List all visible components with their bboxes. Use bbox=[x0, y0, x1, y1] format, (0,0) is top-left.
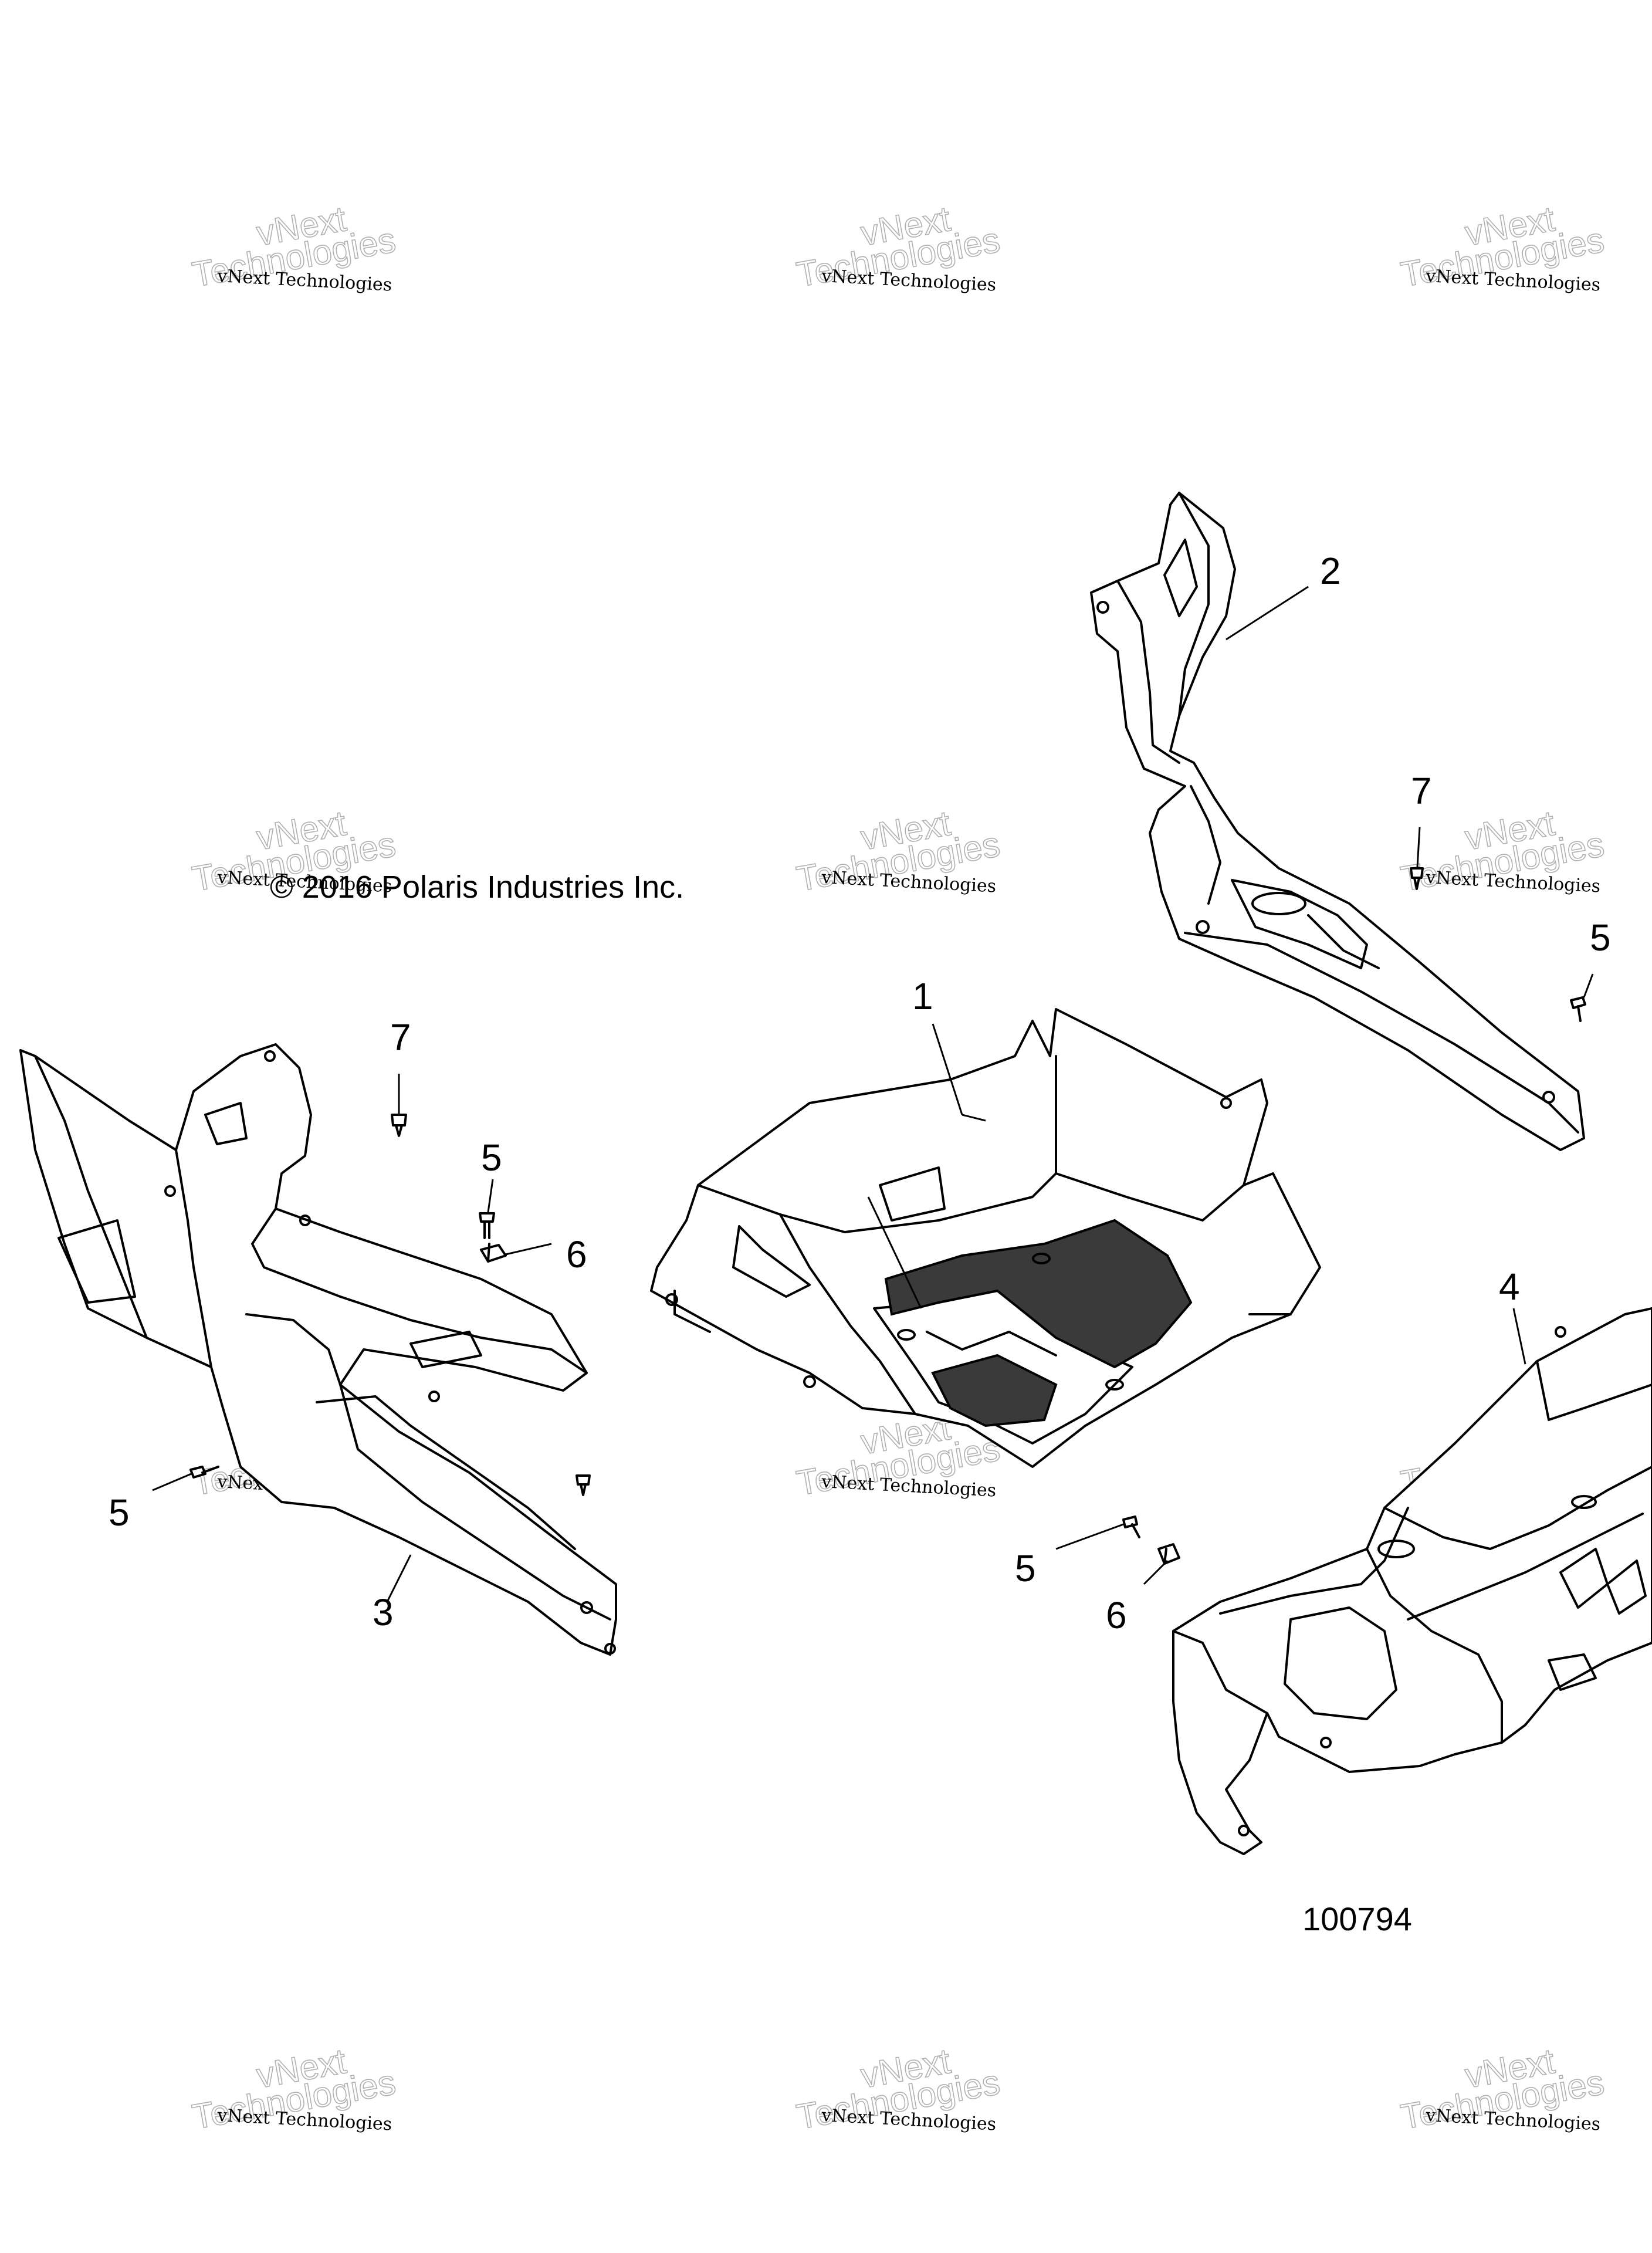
leader-line-5c bbox=[1583, 973, 1594, 998]
leader-line-6b bbox=[1143, 1559, 1169, 1585]
watermark-small-text: vNext Technologies bbox=[216, 2105, 392, 2135]
part-2-side-panel bbox=[1090, 492, 1585, 1151]
leader-line-5b bbox=[152, 1473, 192, 1491]
callout-6: 6 bbox=[566, 1233, 587, 1276]
leader-line-1b bbox=[867, 1196, 922, 1309]
leader-line-3 bbox=[386, 1554, 412, 1602]
leader-line-6a bbox=[505, 1243, 552, 1256]
fastener-6-left-icon bbox=[480, 1243, 507, 1263]
part-4-rear-panel bbox=[1172, 1307, 1652, 1855]
figure-number: 100794 bbox=[1302, 1900, 1412, 1937]
leader-line-5d bbox=[1055, 1523, 1124, 1550]
fastener-5-left-upper-icon bbox=[479, 1212, 495, 1239]
leader-line-2 bbox=[1226, 586, 1309, 641]
fastener-5-center-icon bbox=[1122, 1515, 1140, 1538]
watermark-small-text: vNext Technologies bbox=[821, 266, 997, 296]
leader-line-1 bbox=[932, 1023, 963, 1115]
callout-5: 5 bbox=[1015, 1547, 1036, 1589]
callout-7: 7 bbox=[1411, 770, 1432, 812]
fastener-7-left-icon bbox=[391, 1114, 407, 1137]
watermark-small-text: vNext Technologies bbox=[821, 1471, 997, 1501]
part-1-floor-tray bbox=[650, 1008, 1321, 1468]
watermark-small-text: vNext Technologies bbox=[821, 2105, 997, 2135]
watermark-small-text: vNext Technologies bbox=[1425, 266, 1601, 296]
leader-line-4 bbox=[1512, 1308, 1526, 1365]
callout-6: 6 bbox=[1106, 1594, 1127, 1636]
callout-2: 2 bbox=[1320, 550, 1341, 592]
callout-5: 5 bbox=[481, 1136, 502, 1179]
leader-line-1-tail bbox=[962, 1114, 986, 1122]
watermark-small-text: vNext Technologies bbox=[821, 867, 997, 897]
watermark-small-text: vNext Technologies bbox=[1425, 2105, 1601, 2135]
fastener-5-left-lower-icon bbox=[189, 1466, 219, 1479]
callout-4: 4 bbox=[1499, 1266, 1520, 1308]
watermark-small-text: vNext Technologies bbox=[1425, 867, 1601, 897]
callout-5: 5 bbox=[109, 1491, 130, 1534]
callout-1: 1 bbox=[912, 975, 933, 1017]
part-3-side-panel bbox=[19, 1043, 617, 1656]
copyright-text: © 2016 Polaris Industries Inc. bbox=[270, 870, 684, 905]
fastener-5-right-upper-icon bbox=[1570, 996, 1586, 1022]
callout-3: 3 bbox=[373, 1591, 394, 1633]
leader-line-5a bbox=[487, 1179, 494, 1213]
watermark-small-text: vNext Technologies bbox=[216, 266, 392, 296]
callout-7: 7 bbox=[390, 1016, 411, 1058]
fastener-7-right-icon bbox=[1410, 867, 1424, 890]
fastener-6-center-icon bbox=[1157, 1543, 1180, 1565]
callout-5: 5 bbox=[1590, 916, 1611, 959]
leader-line-7b bbox=[1416, 827, 1421, 868]
fastener-rivet-icon bbox=[576, 1474, 591, 1496]
